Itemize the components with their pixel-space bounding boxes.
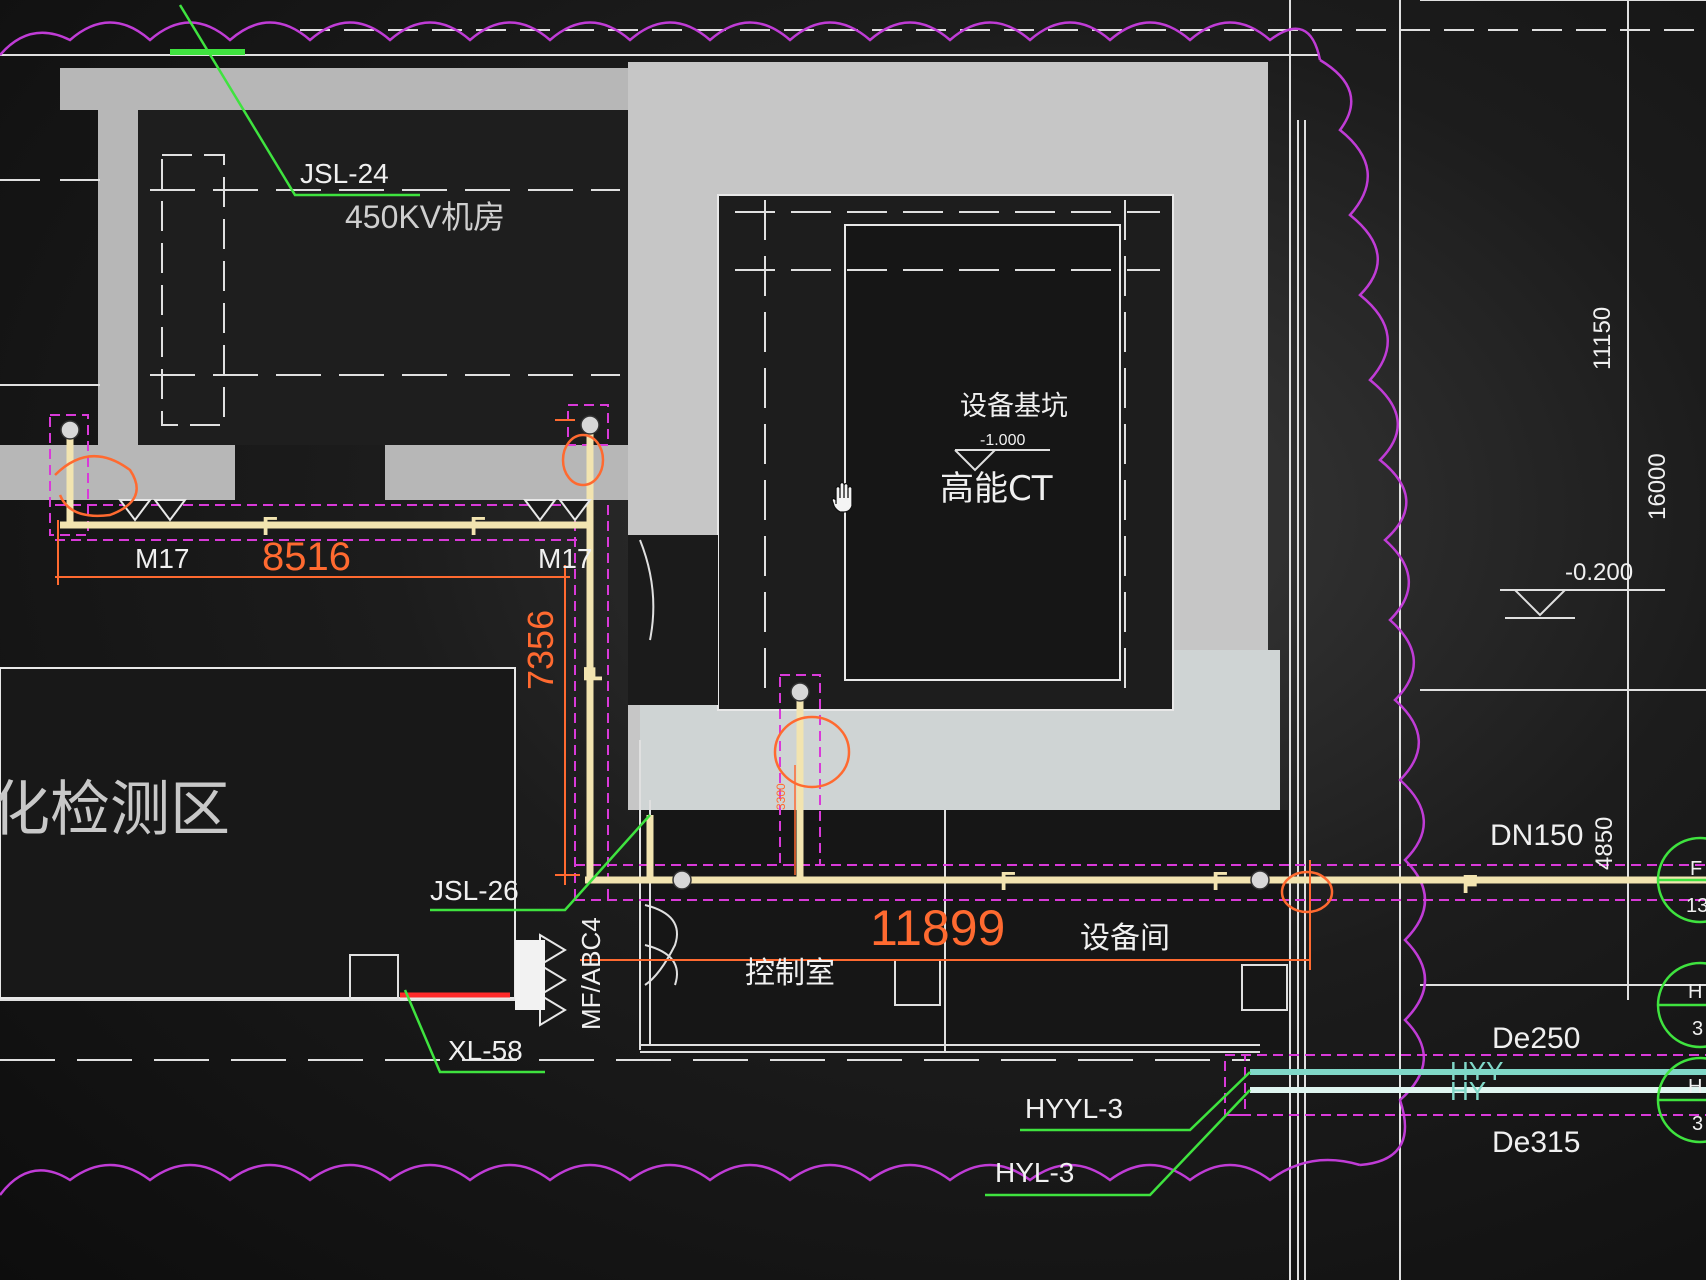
label-dim-4850: 4850	[1591, 817, 1618, 870]
detection-zone-room	[0, 667, 516, 999]
circle-tag-3a: 3	[1692, 1018, 1703, 1040]
dim-7356: 7356	[520, 610, 561, 690]
dimension-lines	[55, 419, 1311, 970]
leader-lines	[170, 4, 1251, 1197]
pipe-f-4: F	[1000, 866, 1016, 896]
pit-notch	[628, 535, 718, 705]
label-pit-level: -1.000	[980, 432, 1025, 449]
label-mf-abc4-a: MF/ABC4	[576, 917, 606, 1030]
label-pit-title: 设备基坑	[960, 391, 1068, 422]
label-de315: De315	[1492, 1126, 1580, 1159]
control-room-area	[638, 810, 1288, 1050]
circle-tag-hy1: H	[1688, 981, 1702, 1003]
room-450kv	[138, 110, 628, 445]
top-wall-band	[60, 68, 630, 110]
label-hyyl3: HYYL-3	[1025, 1093, 1123, 1124]
dim-11899: 11899	[870, 900, 1005, 956]
label-detect-zone: 化检测区	[0, 775, 230, 845]
circle-tag-13: 13	[1686, 895, 1706, 917]
label-de250: De250	[1492, 1022, 1580, 1055]
label-xl58: XL-58	[448, 1035, 523, 1066]
equipment-pit-inner	[844, 224, 1121, 681]
label-dim-16000: 16000	[1644, 453, 1671, 520]
hand-cursor-icon	[831, 481, 853, 513]
circle-tags	[1656, 836, 1706, 1144]
label-hyl3: HYL-3	[995, 1157, 1074, 1188]
label-hyy: HYY	[1450, 1056, 1503, 1086]
hy-pipes	[1250, 1069, 1706, 1093]
pipe-f-2: F	[470, 511, 486, 541]
dim-8516: 8516	[262, 535, 351, 579]
water-pipes	[60, 425, 1706, 884]
label-equip-room: 设备间	[1080, 921, 1170, 956]
circle-tag-3b: 3	[1692, 1113, 1703, 1135]
label-dn150: DN150	[1490, 819, 1583, 852]
label-control-room: 控制室	[745, 956, 835, 991]
label-jsl26: JSL-26	[430, 875, 519, 906]
pipe-f-3: F	[578, 666, 608, 682]
label-m17-right: M17	[538, 543, 592, 574]
dim-small: 3300	[774, 783, 788, 810]
label-hy: HY	[1450, 1076, 1486, 1106]
pipe-valves	[60, 415, 1270, 890]
mf-box	[515, 940, 545, 1010]
label-450kv-room: 450KV机房	[345, 199, 505, 235]
label-level-0200: -0.200	[1565, 559, 1633, 586]
label-m17-left: M17	[135, 543, 189, 574]
mid-wall-strip-left	[0, 445, 235, 500]
pipe-f-1: F	[262, 511, 278, 541]
pipe-f-6: F	[1462, 869, 1478, 899]
label-dim-11150: 11150	[1589, 307, 1616, 370]
left-column-wall	[98, 108, 138, 468]
circle-tag-f: F	[1690, 858, 1702, 880]
markup-circles	[54, 433, 1334, 914]
pipe-f-5: F	[1212, 866, 1228, 896]
label-jsl24: JSL-24	[300, 158, 389, 189]
label-ct: 高能CT	[940, 469, 1053, 509]
circle-tag-hy2: H	[1688, 1076, 1702, 1098]
revision-cloud	[0, 21, 1427, 1196]
